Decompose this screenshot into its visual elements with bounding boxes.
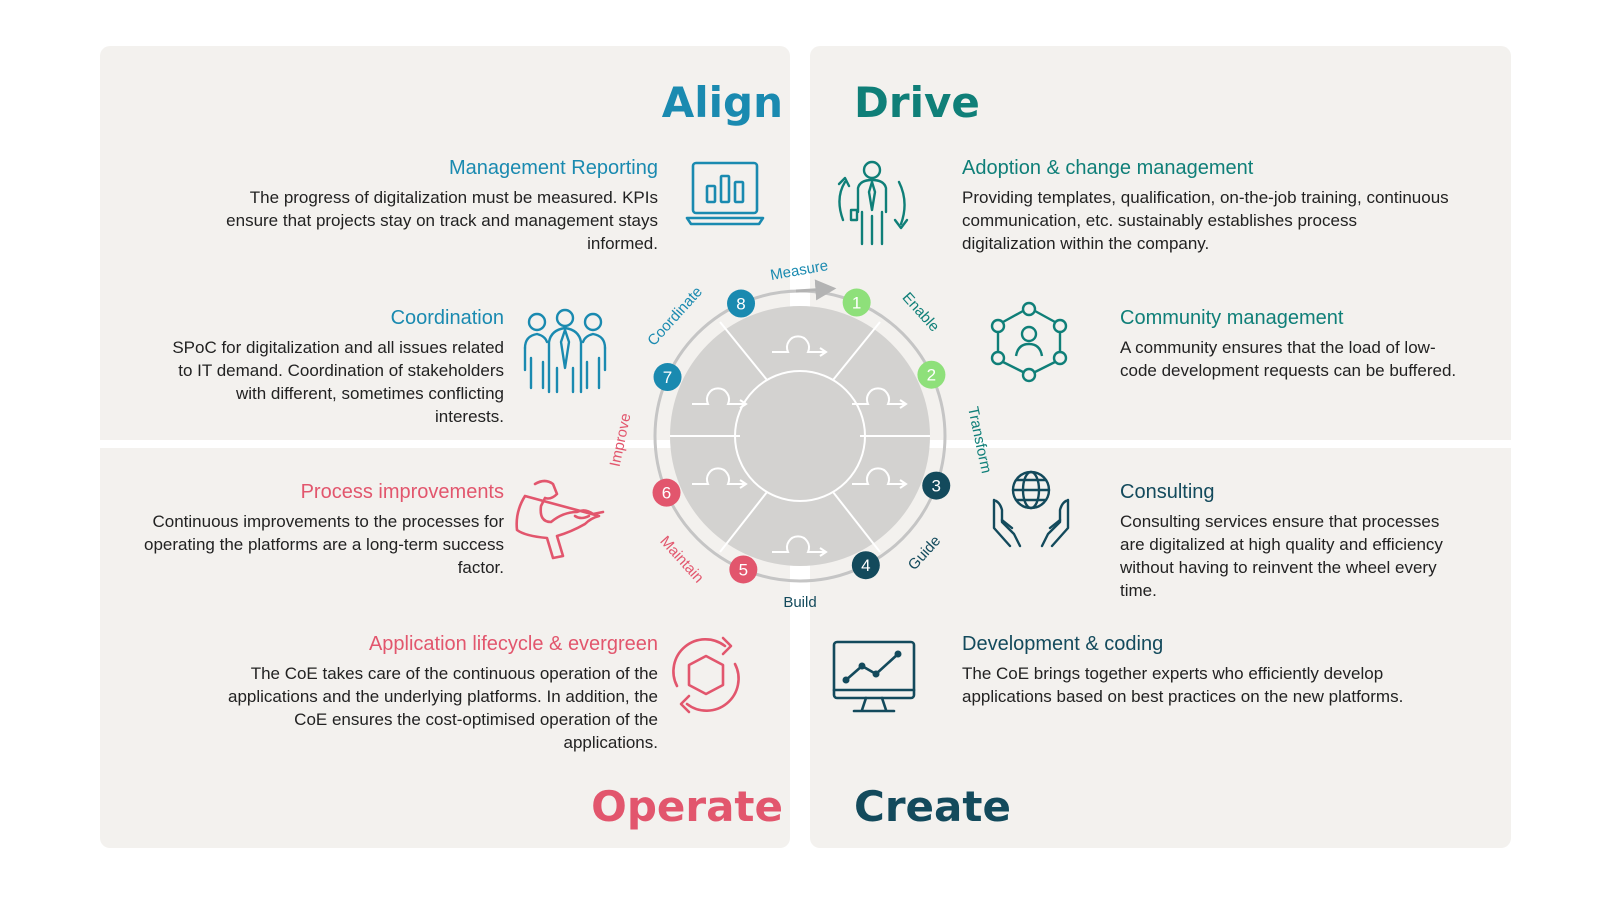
align-title: Align (661, 78, 783, 127)
step-7-label: Coordinate (644, 283, 706, 349)
hexagon-cycle-icon (672, 636, 740, 714)
coordination-block: Coordination SPoC for digitalization and… (164, 306, 504, 428)
adoption-block: Adoption & change management Providing t… (962, 156, 1452, 255)
step-4-number: 4 (861, 556, 870, 575)
step-1-number: 1 (852, 294, 861, 313)
step-8-number: 8 (736, 295, 745, 314)
team-icon (523, 308, 607, 394)
step-8-label: Measure (769, 257, 829, 284)
consulting-block: Consulting Consulting services ensure th… (1120, 480, 1460, 602)
step-8-marker (727, 289, 756, 318)
management-reporting-text: The progress of digitalization must be m… (226, 188, 658, 253)
segment-loop-icon-5 (692, 467, 748, 489)
adoption-text: Providing templates, qualification, on-t… (962, 188, 1449, 253)
step-6-label: Improve (607, 412, 635, 469)
cycle-step-markers: 1 2 3 4 5 6 7 8 (652, 288, 951, 584)
step-4-marker (851, 551, 880, 580)
segment-loop-icon-6 (692, 387, 748, 409)
adoption-heading: Adoption & change management (962, 157, 1254, 179)
flexed-arm-icon (515, 479, 605, 560)
coordination-heading: Coordination (390, 307, 504, 329)
person-cycle-icon (837, 160, 909, 246)
application-lifecycle-heading: Application lifecycle & evergreen (368, 633, 658, 655)
step-7-number: 7 (663, 368, 672, 387)
step-6-marker (652, 478, 681, 507)
community-network-icon (990, 301, 1068, 383)
step-7-marker (653, 363, 682, 392)
create-title: Create (854, 782, 1011, 831)
step-1-label: Enable (899, 289, 943, 335)
development-block: Development & coding The CoE brings toge… (962, 632, 1432, 708)
step-6-number: 6 (662, 484, 671, 503)
globe-hands-icon (992, 470, 1070, 548)
create-panel (810, 448, 1511, 848)
application-lifecycle-text: The CoE takes care of the continuous ope… (228, 664, 658, 752)
development-heading: Development & coding (962, 633, 1164, 655)
segment-loop-icon-3 (852, 467, 908, 489)
segment-loop-icons (692, 335, 908, 557)
inner-disk (670, 306, 930, 566)
cycle-arrow-icon (795, 279, 837, 301)
step-2-marker (917, 360, 946, 389)
management-reporting-block: Management Reporting The progress of dig… (218, 156, 658, 255)
community-text: A community ensures that the load of low… (1120, 338, 1457, 380)
step-3-label: Guide (905, 533, 944, 574)
community-heading: Community management (1120, 307, 1344, 329)
drive-title: Drive (854, 78, 980, 127)
step-4-label: Build (783, 594, 816, 611)
process-improvements-block: Process improvements Continuous improvem… (124, 480, 504, 579)
step-3-number: 3 (932, 477, 941, 496)
application-lifecycle-block: Application lifecycle & evergreen The Co… (218, 632, 658, 754)
operate-title: Operate (591, 782, 783, 831)
segment-loop-icon-1 (772, 335, 828, 357)
coordination-text: SPoC for digitalization and all issues r… (172, 338, 504, 426)
step-2-label: Transform (964, 405, 995, 475)
management-reporting-heading: Management Reporting (448, 157, 658, 179)
step-2-number: 2 (927, 366, 936, 385)
operate-panel (100, 448, 790, 848)
consulting-heading: Consulting (1120, 481, 1215, 503)
cycle-diagram: EnableTransformGuideBuildMaintainImprove… (607, 257, 995, 611)
process-improvements-heading: Process improvements (300, 481, 504, 503)
development-text: The CoE brings together experts who effi… (962, 664, 1404, 706)
segment-loop-icon-4 (772, 535, 828, 557)
step-5-marker (729, 555, 758, 584)
spokes (670, 321, 930, 553)
process-improvements-text: Continuous improvements to the processes… (143, 512, 504, 577)
laptop-chart-icon (685, 161, 765, 226)
step-5-number: 5 (739, 560, 748, 579)
monitor-chart-icon (832, 640, 916, 713)
community-block: Community management A community ensures… (1120, 306, 1460, 382)
step-1-marker (842, 288, 871, 317)
consulting-text: Consulting services ensure that processe… (1120, 512, 1443, 600)
segment-loop-icon-2 (852, 387, 908, 409)
step-3-marker (922, 471, 951, 500)
